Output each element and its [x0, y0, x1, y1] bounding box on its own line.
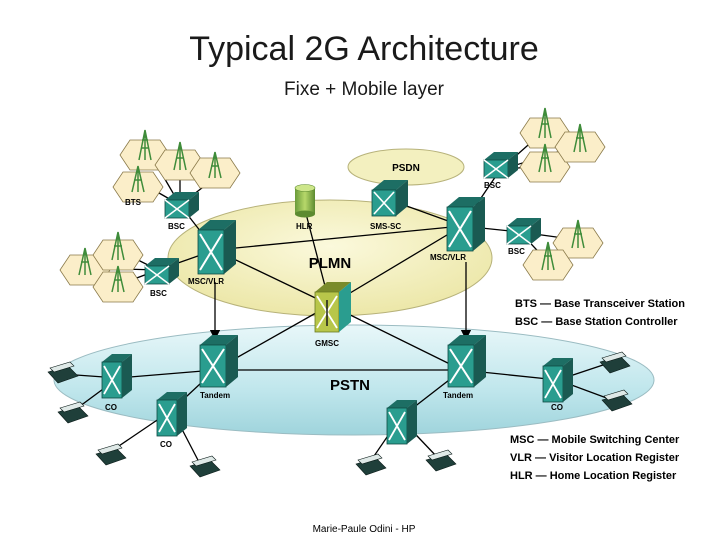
phone-icon: [47, 361, 79, 384]
gmsc-label: GMSC: [315, 339, 339, 348]
phone-icon: [601, 389, 633, 412]
msc-vlr-left-label: MSC/VLR: [188, 277, 224, 286]
hlr-label: HLR: [296, 222, 313, 231]
co-right[interactable]: [542, 358, 573, 403]
plmn-label: PLMN: [309, 255, 352, 272]
sms-sc-label: SMS-SC: [370, 222, 401, 231]
page-title: Typical 2G Architecture: [189, 30, 539, 68]
footer-credit: Marie-Paule Odini - HP: [312, 524, 416, 535]
legend-item-hlr: HLR — Home Location Register: [510, 470, 677, 482]
gmsc-switch[interactable]: [314, 282, 351, 333]
co-left-bottom-label: CO: [160, 440, 172, 449]
telephones: [47, 351, 633, 478]
bsc-right-bottom-label: BSC: [508, 247, 525, 256]
co-left-bottom[interactable]: [156, 392, 187, 437]
bsc-left-top-label: BSC: [168, 222, 185, 231]
page-subtitle: Fixe + Mobile layer: [284, 79, 444, 100]
co-right-label: CO: [551, 403, 563, 412]
msc-vlr-left[interactable]: [197, 220, 236, 275]
bsc-left-top[interactable]: [164, 192, 199, 219]
pstn-label: PSTN: [330, 377, 370, 394]
legend-top: BTS — Base Transceiver Station BSC — Bas…: [515, 295, 685, 331]
bsc-right-top[interactable]: [483, 152, 518, 179]
co-left-label: CO: [105, 403, 117, 412]
legend-item-msc: MSC — Mobile Switching Center: [510, 434, 680, 446]
co-center-bottom[interactable]: [386, 400, 417, 445]
tandem-left-label: Tandem: [200, 391, 230, 400]
msc-vlr-right[interactable]: [446, 197, 485, 252]
hlr-database[interactable]: [294, 184, 316, 218]
phone-icon: [189, 455, 221, 478]
co-left[interactable]: [101, 354, 132, 399]
phone-icon: [95, 443, 127, 466]
bts-towers: [78, 107, 587, 293]
legend-bottom: MSC — Mobile Switching Center VLR — Visi…: [510, 431, 679, 485]
legend-item-bts: BTS — Base Transceiver Station: [515, 298, 685, 310]
sms-sc-server[interactable]: [371, 180, 408, 217]
legend-item-vlr: VLR — Visitor Location Register: [510, 452, 680, 464]
psdn-label: PSDN: [392, 163, 420, 174]
bts-label: BTS: [125, 198, 142, 207]
bsc-left-bottom[interactable]: [144, 258, 179, 285]
tandem-right[interactable]: [447, 335, 486, 388]
tandem-left[interactable]: [199, 335, 238, 388]
legend-item-bsc: BSC — Base Station Controller: [515, 316, 678, 328]
tandem-right-label: Tandem: [443, 391, 473, 400]
phone-icon: [425, 449, 457, 472]
phone-icon: [355, 453, 387, 476]
msc-vlr-right-label: MSC/VLR: [430, 253, 466, 262]
phone-icon: [599, 351, 631, 374]
bsc-right-top-label: BSC: [484, 181, 501, 190]
bsc-left-bottom-label: BSC: [150, 289, 167, 298]
phone-icon: [57, 401, 89, 424]
bsc-right-bottom[interactable]: [506, 218, 541, 245]
